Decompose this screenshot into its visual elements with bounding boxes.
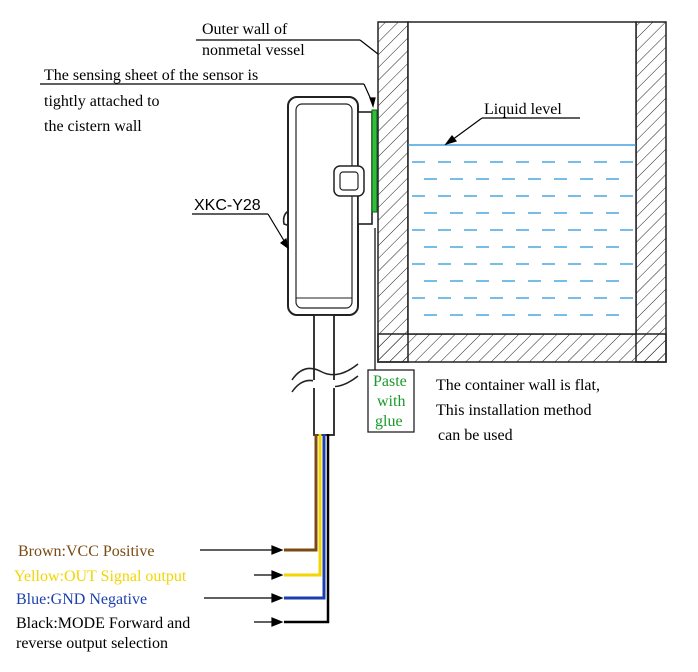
vessel-left-wall [377,21,409,363]
label-sensing-sheet-line1: The sensing sheet of the sensor is [44,67,258,84]
vessel-bottom [377,333,667,363]
leader-lines [40,39,580,627]
label-container-note-line1: The container wall is flat, [436,377,600,394]
label-wire-blue: Blue:GND Negative [16,591,147,608]
leader-model-slant [267,213,287,245]
label-wire-black-line1: Black:MODE Forward and [16,615,190,632]
label-outer-wall-line1: Outer wall of [202,21,288,38]
sensor [282,96,378,436]
arrowhead-yellow [271,570,284,580]
leader-outer-wall-slant [359,39,379,55]
vessel-right-wall [635,21,667,363]
label-sensing-sheet-line2: tightly attached to [44,93,160,110]
label-wire-brown: Brown:VCC Positive [18,543,154,560]
cable-break-gap [313,380,335,388]
wires [284,434,330,624]
arrow-sensing-sheet [369,97,376,109]
wire-blue [284,434,326,600]
label-glue-line2: with [377,393,405,410]
wire-brown [284,434,318,552]
wire-black [284,434,330,624]
sensing-sheet [371,109,378,213]
glue-box [367,369,415,433]
label-container-note-line3: can be used [434,427,513,444]
cable-break-mark [291,363,359,381]
arrow-liquid-level [444,135,458,146]
label-model: XKC-Y28 [194,197,261,214]
arrow-model [280,237,289,250]
label-container-note-line2: This installation method [436,402,592,419]
sensor-clip-inner [339,171,359,191]
sensor-body [287,96,359,316]
label-glue-line3: glue [375,413,403,430]
arrowhead-black [271,617,284,627]
label-outer-wall-line2: nonmetal vessel [202,42,305,59]
liquid-dashes [412,161,633,316]
label-sensing-sheet-line3: the cistern wall [44,118,142,135]
arrowhead-blue [271,593,284,603]
label-wire-black-line2: reverse output selection [16,635,168,652]
wire-yellow [284,434,322,577]
label-wire-yellow: Yellow:OUT Signal output [14,568,187,585]
sensor-clip [333,165,365,197]
label-glue-line1: Paste [373,373,407,390]
sensor-body-inner [295,103,353,309]
vessel-cavity [407,21,637,335]
leader-liquid-level-slant [451,117,483,141]
arrowhead-brown [271,545,284,555]
label-liquid-level: Liquid level [484,101,562,118]
vessel [377,21,667,363]
